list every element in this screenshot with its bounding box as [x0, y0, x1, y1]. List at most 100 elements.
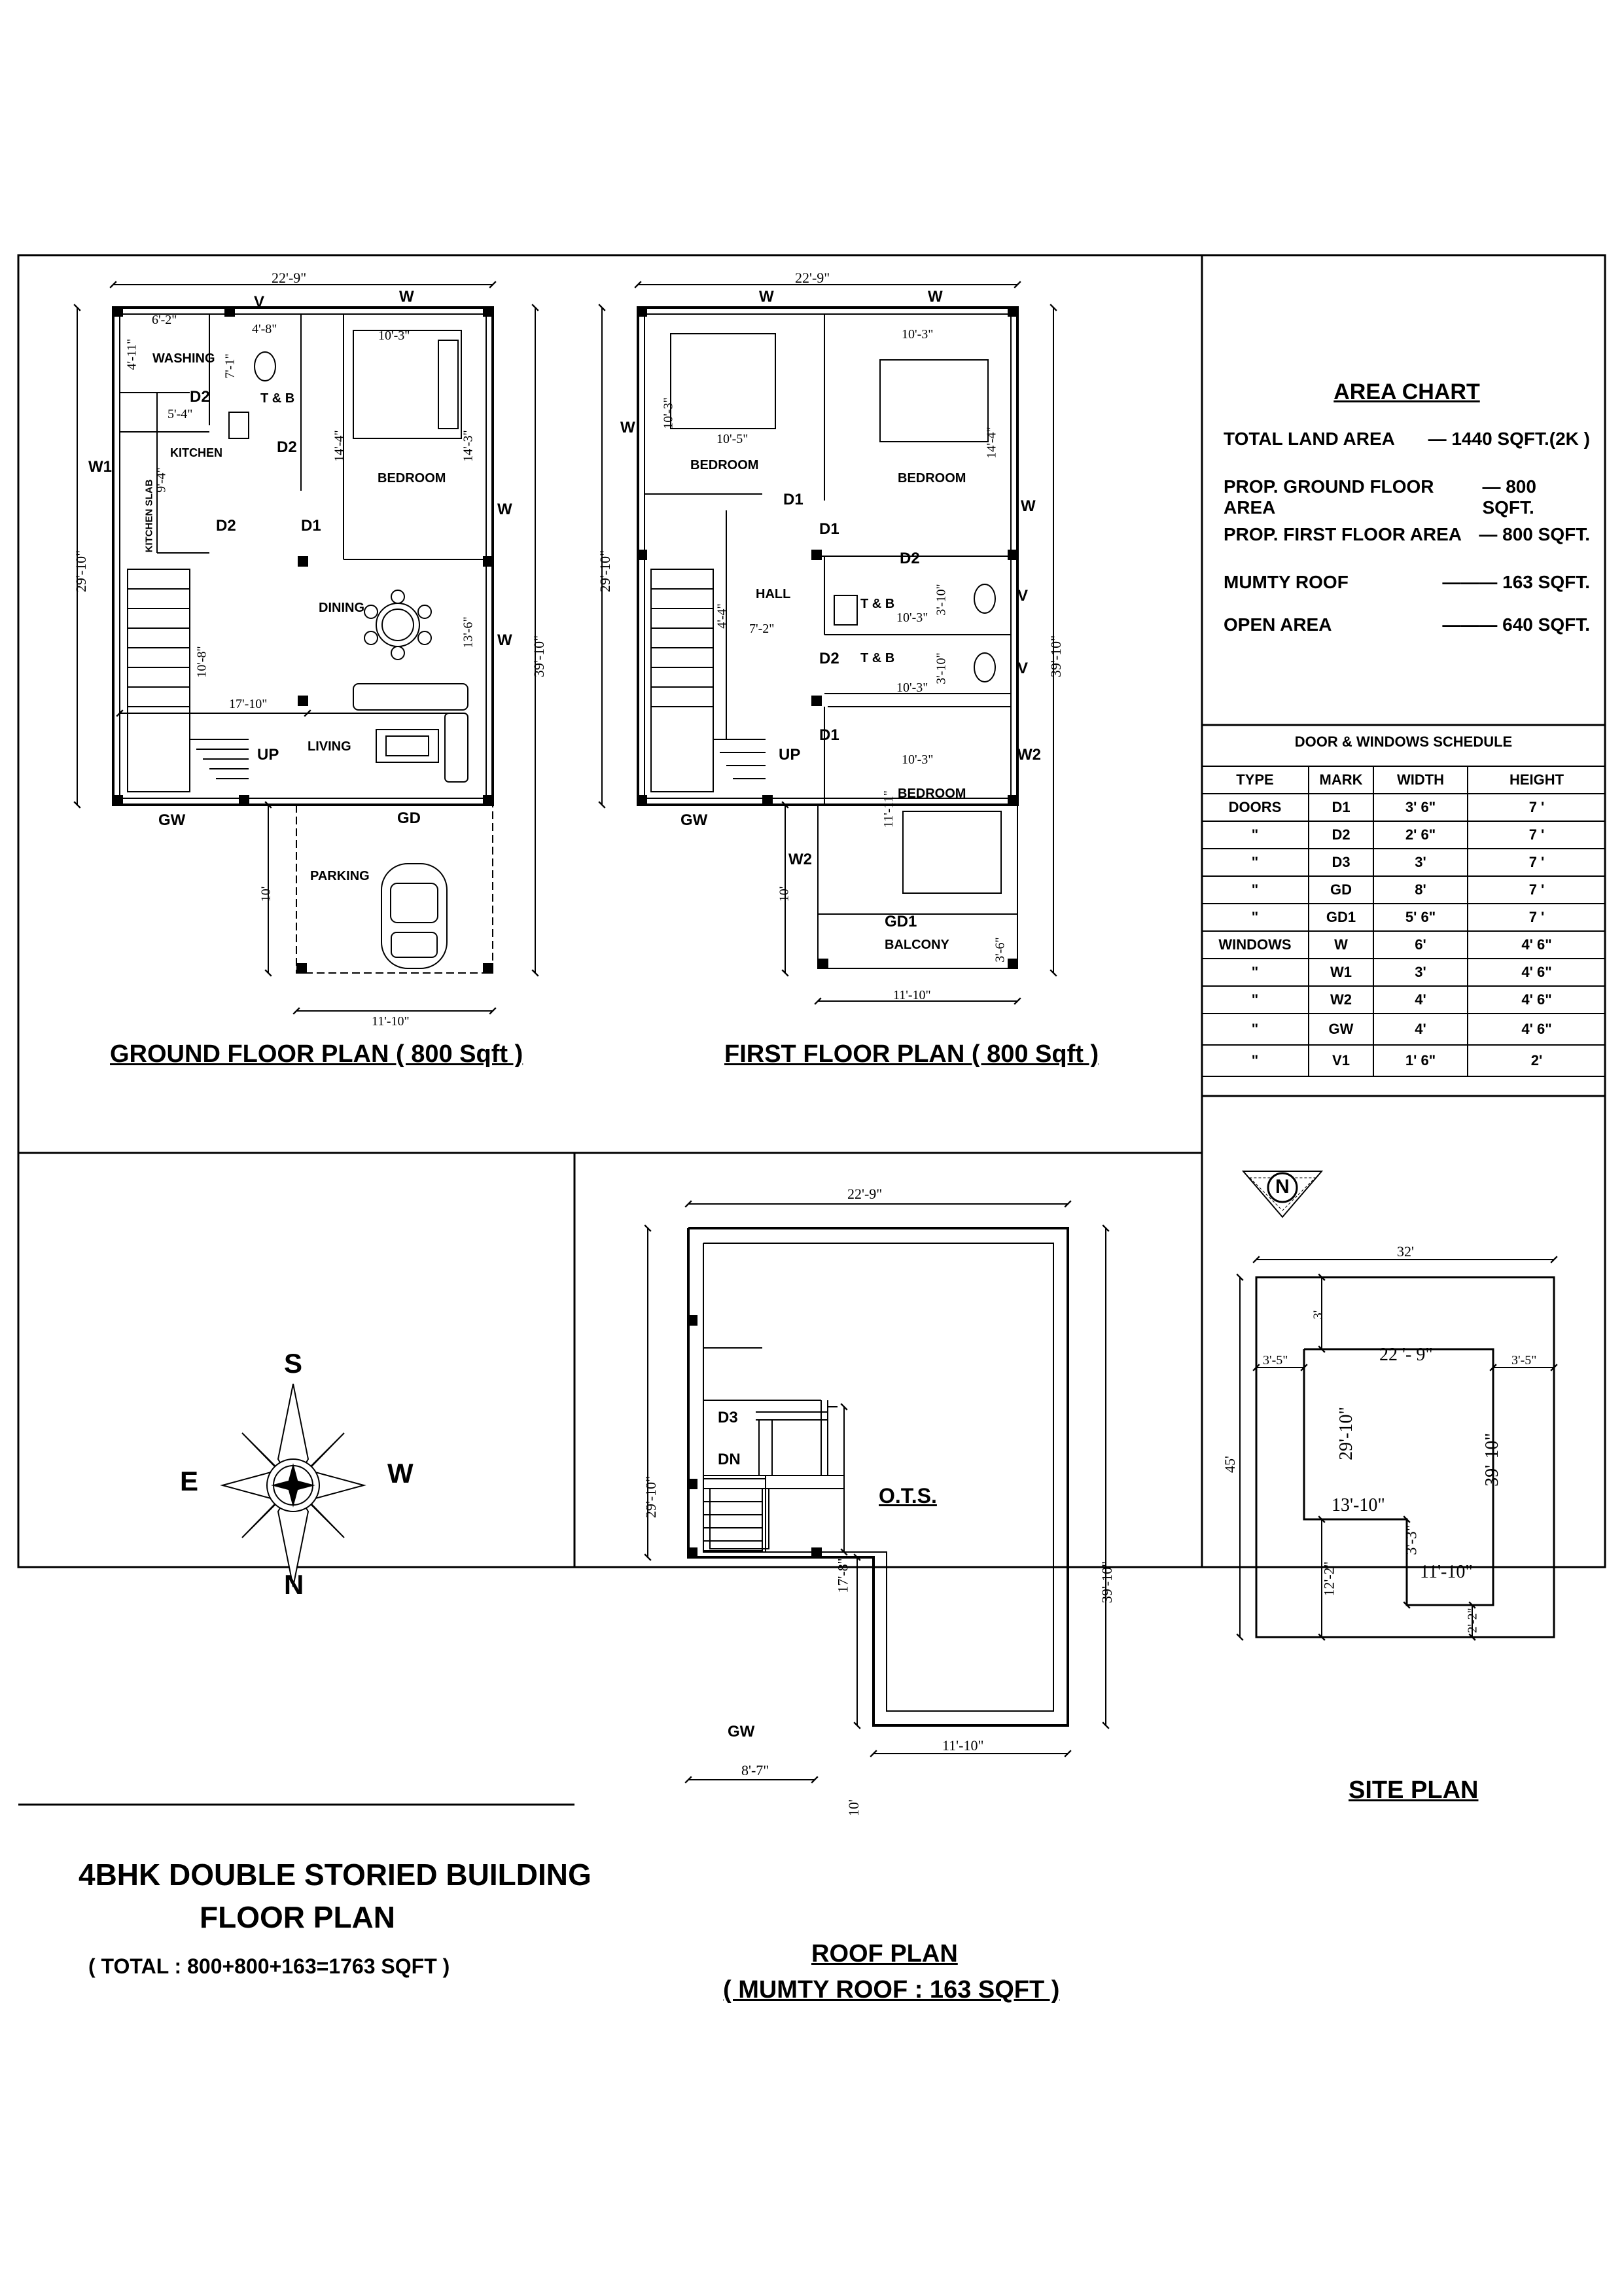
gf-w-right1: W [497, 501, 512, 518]
ff-dim-right: 39'-10" [1048, 635, 1065, 678]
area-value: ——— 640 SQFT. [1442, 614, 1590, 635]
ff-gd1: GD1 [885, 913, 917, 930]
north-badge-letter: N [1275, 1176, 1290, 1197]
gf-dim-bed-h2: 14'-3" [461, 430, 476, 462]
schedule-header: TYPE [1202, 766, 1309, 794]
ff-dim-bed1-w: 10'-5" [716, 432, 749, 446]
schedule-cell: 4' [1373, 1014, 1468, 1045]
compass-left-letter: E [180, 1466, 199, 1496]
site-dim-top-gap: 3' [1311, 1310, 1326, 1320]
schedule-cell: 3' 6" [1373, 794, 1468, 821]
area-value: — 800 SQFT. [1479, 524, 1590, 544]
gf-dim-tb-w: 4'-8" [252, 322, 277, 336]
ff-dim-left: 29'-10" [597, 550, 614, 593]
gf-room-living: LIVING [308, 739, 351, 754]
ff-v1: V [1017, 587, 1029, 605]
roof-dn: DN [718, 1451, 741, 1468]
ff-v2: V [1017, 660, 1029, 677]
schedule-cell: GW [1309, 1014, 1374, 1045]
roof-dim-top: 22'-9" [847, 1186, 883, 1202]
schedule-cell: W1 [1309, 959, 1374, 986]
compass-bottom-letter: N [284, 1569, 304, 1600]
ff-w-top1: W [759, 288, 774, 306]
gf-stair-treads [128, 588, 249, 779]
schedule-cell: 6' [1373, 931, 1468, 959]
gf-d2-tb: D2 [277, 438, 297, 456]
schedule-cell: 1' 6" [1373, 1045, 1468, 1076]
gf-dim-parking-w: 11'-10" [372, 1014, 410, 1029]
schedule-header: HEIGHT [1509, 771, 1564, 788]
site-dim-h: 45' [1221, 1456, 1238, 1473]
ff-room-bedroom1: BEDROOM [690, 458, 759, 472]
site-dim-step-h: 3'-3" [1403, 1525, 1421, 1555]
area-row-first: PROP. FIRST FLOOR AREA — 800 SQFT. [1224, 524, 1590, 572]
ff-dim-tb1-h: 3'-10" [934, 584, 949, 616]
ff-plan-title: FIRST FLOOR PLAN ( 800 Sqft ) [724, 1040, 1099, 1068]
ff-room-bedroom2: BEDROOM [898, 471, 966, 486]
gf-room-dining: DINING [319, 601, 364, 615]
ff-room-tb1: T & B [860, 597, 895, 611]
building-total: ( TOTAL : 800+800+163=1763 SQFT ) [88, 1954, 450, 1978]
building-title-line1: 4BHK DOUBLE STORIED BUILDING [79, 1858, 591, 1892]
roof-plan [644, 1200, 1110, 1784]
schedule-cell: 7 ' [1528, 909, 1545, 925]
gf-dim-kitchen-w: 5'-4" [168, 407, 193, 421]
ff-room-bedroom3: BEDROOM [898, 786, 966, 801]
ff-room-tb2: T & B [860, 651, 895, 665]
site-dim-building-w: 22 '- 9" [1379, 1345, 1433, 1365]
gf-dim-washing-h: 4'-11" [124, 338, 139, 370]
schedule-header: MARK [1309, 766, 1374, 794]
gf-room-parking: PARKING [310, 869, 370, 883]
ff-w2-left: W2 [788, 851, 812, 868]
roof-gw: GW [728, 1723, 755, 1740]
schedule-cell: 7 ' [1528, 881, 1545, 898]
schedule-cell: D3 [1309, 849, 1374, 876]
schedule-cell: W [1309, 931, 1374, 959]
gf-room-kitchen: KITCHEN [170, 446, 222, 459]
schedule-cell: " [1202, 986, 1309, 1014]
ff-d1-c: D1 [819, 726, 839, 744]
gf-dim-washing-w: 6'-2" [152, 313, 177, 327]
ff-dim-tb2-h: 3'-10" [934, 652, 949, 684]
ff-dim-hall-h: 4'-4" [715, 603, 730, 629]
schedule-cell: WINDOWS [1202, 931, 1309, 959]
area-row-land: TOTAL LAND AREA — 1440 SQFT.(2K ) [1224, 429, 1590, 476]
roof-plan-title: ROOF PLAN [811, 1940, 958, 1968]
site-dim-step-w: 13'-10" [1332, 1495, 1385, 1515]
roof-stair [703, 1488, 844, 1551]
door-window-schedule: DOOR & WINDOWS SCHEDULE TYPE MARK WIDTH … [1202, 725, 1605, 1077]
schedule-cell: 7 ' [1528, 854, 1545, 870]
ff-dim-bal-h1: 10' [777, 886, 792, 902]
area-label: PROP. FIRST FLOOR AREA [1224, 524, 1462, 544]
area-label: TOTAL LAND AREA [1224, 429, 1395, 449]
area-label: PROP. GROUND FLOOR AREA [1224, 476, 1434, 518]
ff-d1-a: D1 [783, 491, 803, 508]
area-row-mumty: MUMTY ROOF ——— 163 SQFT. [1224, 572, 1590, 614]
site-dim-low-left: 12'-2" [1320, 1561, 1337, 1597]
first-floor-plan [598, 281, 1057, 1005]
schedule-cell: 4' [1373, 986, 1468, 1014]
ff-d1-b: D1 [819, 520, 839, 538]
gf-dim-dining-h: 13'-6" [461, 616, 476, 648]
schedule-cell: 4' 6" [1521, 936, 1552, 953]
schedule-title: DOOR & WINDOWS SCHEDULE [1294, 733, 1513, 750]
ground-floor-plan [73, 281, 539, 1015]
schedule-cell: D1 [1309, 794, 1374, 821]
ff-dim-bed2-w: 10'-3" [902, 327, 934, 342]
gf-dim-kitchen-h: 9'-4" [154, 467, 169, 493]
gf-dim-right: 39'-10" [531, 635, 548, 678]
ff-dim-bal-h2: 3'-6" [993, 937, 1008, 963]
ff-dim-bed2-h: 14'-4" [984, 427, 999, 459]
ff-dim-bed3-w: 10'-3" [902, 752, 934, 767]
ff-w2-right: W2 [1017, 746, 1041, 764]
gf-w-top: W [399, 288, 414, 306]
ff-gw: GW [680, 811, 708, 829]
site-plan-title: SITE PLAN [1349, 1776, 1479, 1804]
schedule-cell: V1 [1309, 1045, 1374, 1076]
